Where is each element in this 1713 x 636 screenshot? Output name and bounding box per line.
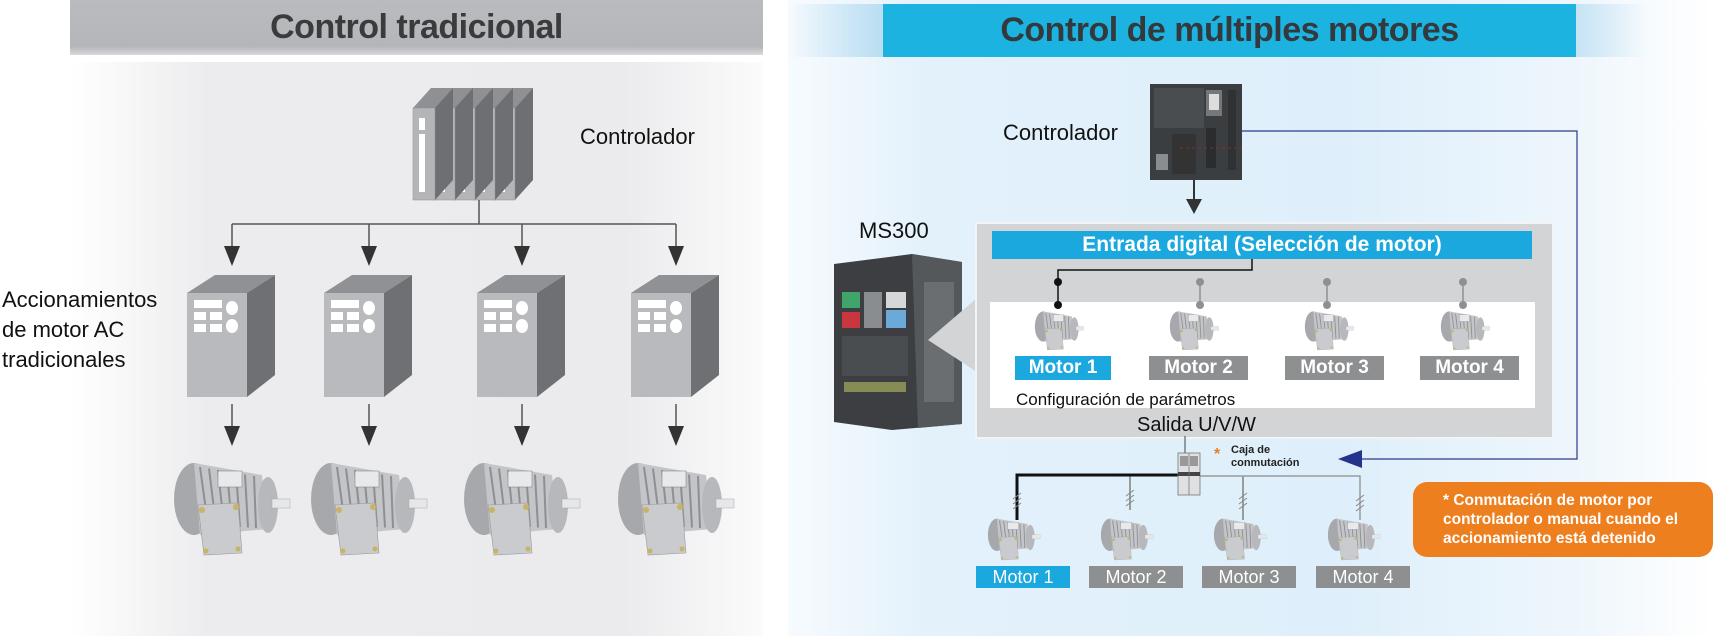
ac-motor-icon: [1440, 311, 1490, 351]
phase-tick: [1355, 499, 1365, 507]
rack-controller-icon: [412, 88, 533, 201]
right-panel-title: Control de múltiples motores: [1000, 11, 1459, 49]
ac-motor-icon: [1034, 311, 1084, 351]
param-motor-3-tag: Motor 3: [1285, 356, 1384, 380]
controller-to-drive-arrowhead: [1186, 199, 1202, 214]
input-contact-dot: [1459, 278, 1467, 286]
ac-motor-icon: [1169, 311, 1219, 351]
drives-label-line-3: tradicionales: [2, 347, 126, 372]
drives-label: Accionamientos de motor AC tradicionales: [2, 285, 157, 375]
note-line-3: accionamiento está detenido: [1443, 530, 1656, 547]
switch-box-label-line-2: conmutación: [1231, 457, 1300, 469]
drive-feed-arrowhead: [224, 246, 240, 266]
output-motor-2-tag: Motor 2: [1089, 566, 1183, 588]
motor-switching-note: * Conmutación de motor por controlador o…: [1413, 482, 1713, 557]
input-contact-dot: [1054, 301, 1062, 309]
ac-drive-icon: [324, 275, 412, 397]
selected-input-line: [1057, 259, 1253, 282]
input-contact-dot: [1196, 301, 1204, 309]
ac-motor-icon: [1213, 518, 1267, 561]
drives-label-line-2: de motor AC: [2, 317, 125, 342]
ms300-drive-icon: [834, 254, 962, 430]
motor-feed-arrowhead: [514, 426, 530, 446]
input-contact-dot: [1323, 301, 1331, 309]
parameter-config-label: Configuración de parámetros: [1016, 390, 1236, 409]
motor-feed-arrowhead: [668, 426, 684, 446]
output-motor-4-tag: Motor 4: [1316, 566, 1410, 588]
switch-box-asterisk: *: [1214, 446, 1221, 463]
phase-tick: [1125, 499, 1135, 507]
plc-controller-icon: [1150, 84, 1242, 180]
left-controller-label: Controlador: [580, 124, 695, 149]
ac-motor-icon: [464, 463, 581, 556]
output-motor-3-tag: Motor 3: [1202, 566, 1296, 588]
switch-signal-arrowhead: [1338, 450, 1362, 468]
phase-tick: [1238, 497, 1248, 505]
drive-feed-arrowhead: [514, 246, 530, 266]
left-panel-title: Control tradicional: [270, 8, 563, 46]
drive-model-label: MS300: [859, 218, 929, 243]
drive-feed-arrowhead: [668, 246, 684, 266]
drive-feed-arrowhead: [361, 246, 377, 266]
output-label: Salida U/V/W: [1137, 414, 1256, 436]
ac-motor-icon: [618, 463, 735, 556]
phase-tick: [1238, 502, 1248, 510]
branch-bus-right: [1200, 475, 1361, 520]
ac-motor-icon: [1100, 518, 1154, 561]
phase-tick: [1238, 492, 1248, 500]
note-line-2: controlador o manual cuando el: [1443, 511, 1679, 528]
motor-feed-arrowhead: [224, 426, 240, 446]
rack-module: [412, 88, 453, 201]
ac-drive-icon: [477, 275, 565, 397]
drives-label-line-1: Accionamientos: [2, 287, 158, 312]
phase-tick: [1125, 489, 1135, 497]
param-motor-4-tag: Motor 4: [1420, 356, 1519, 380]
output-motor-1-tag: Motor 1: [976, 566, 1070, 588]
digital-input-bar: Entrada digital (Selección de motor): [992, 231, 1532, 259]
input-contact-dot: [1459, 301, 1467, 309]
phase-tick: [1355, 504, 1365, 512]
phase-tick: [1355, 494, 1365, 502]
ac-motor-icon: [311, 463, 428, 556]
switch-box-icon: [1177, 452, 1201, 496]
ac-drive-icon: [631, 275, 719, 397]
motor-feed-arrowhead: [361, 426, 377, 446]
phase-tick: [1012, 502, 1022, 510]
ac-motor-icon: [174, 463, 291, 556]
phase-tick: [1012, 492, 1022, 500]
ac-motor-icon: [1327, 518, 1381, 561]
ac-drive-icon: [187, 275, 275, 397]
selected-output-line: [1015, 473, 1180, 520]
switch-box-label: Caja de conmutación: [1231, 444, 1299, 470]
input-contact-dot: [1196, 278, 1204, 286]
right-panel-header: Control de múltiples motores: [883, 4, 1576, 57]
note-line-1: * Conmutación de motor por: [1443, 492, 1653, 509]
phase-tick: [1012, 497, 1022, 505]
right-controller-label: Controlador: [1003, 120, 1118, 145]
left-wiring-tree: [224, 200, 684, 266]
input-contact-dot: [1054, 278, 1062, 286]
param-motor-1-tag: Motor 1: [1015, 356, 1111, 380]
input-contact-dot: [1323, 278, 1331, 286]
switch-box-label-line-1: Caja de: [1231, 444, 1271, 456]
phase-tick: [1125, 494, 1135, 502]
ac-motor-icon: [987, 518, 1041, 561]
left-drives-group: [174, 275, 735, 556]
left-panel-header: Control tradicional: [70, 0, 763, 55]
param-motor-2-tag: Motor 2: [1149, 356, 1248, 380]
ac-motor-icon: [1304, 311, 1354, 351]
